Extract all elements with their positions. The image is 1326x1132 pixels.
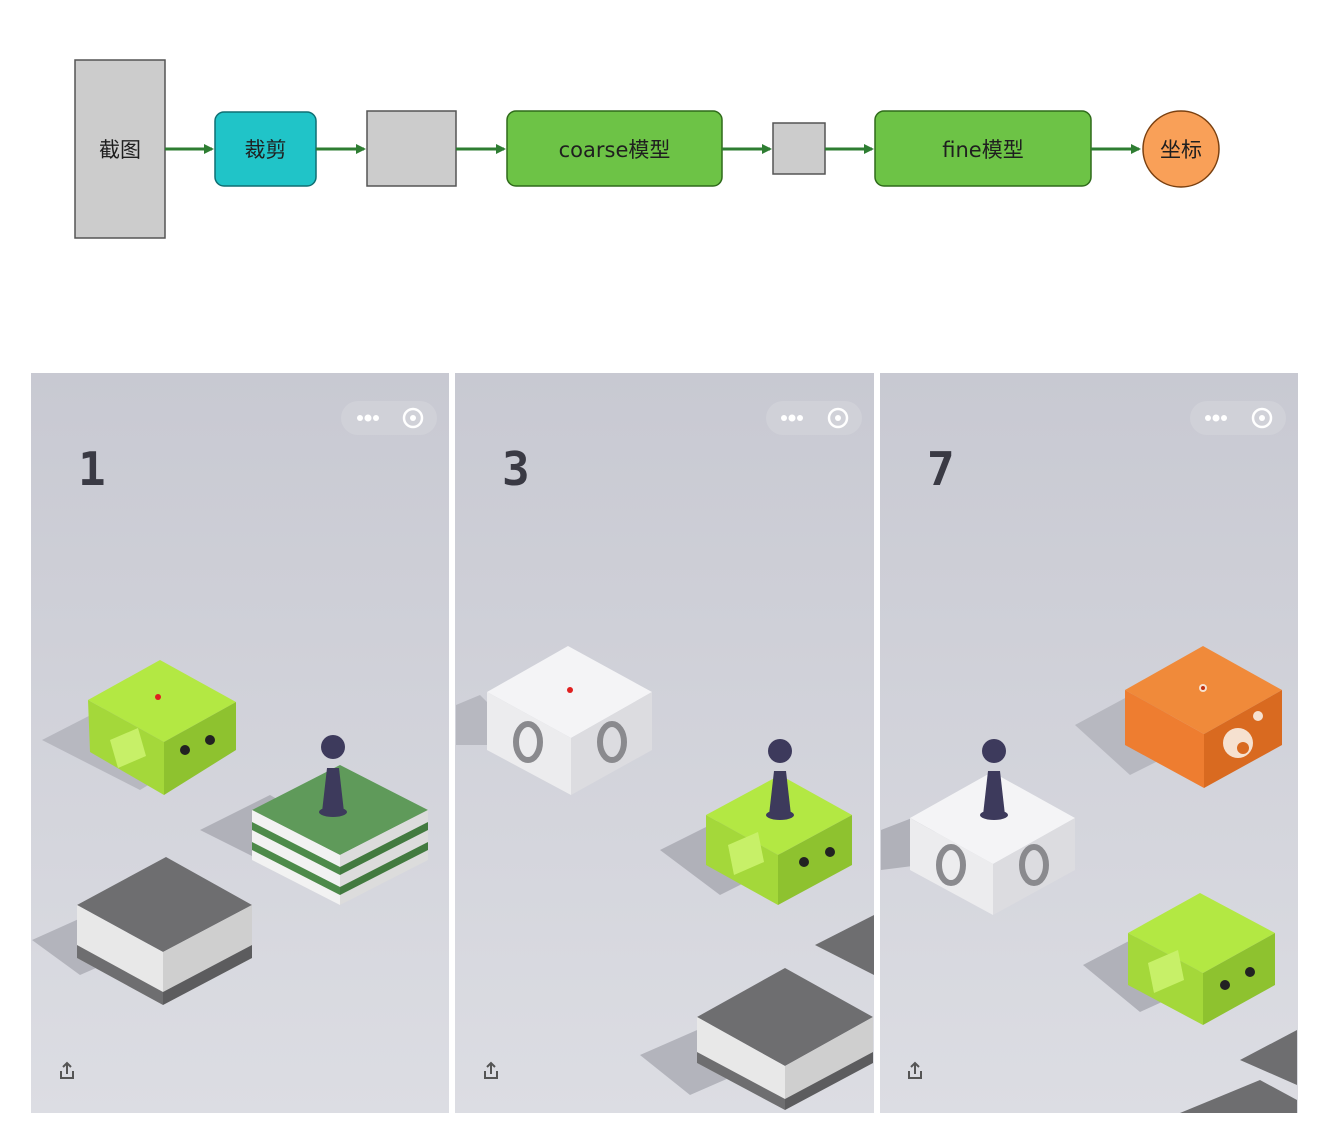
coarse-model-label: coarse模型 bbox=[559, 138, 671, 162]
crop-label: 裁剪 bbox=[245, 138, 287, 162]
more-dots-icon[interactable] bbox=[357, 414, 379, 422]
target-close-icon[interactable] bbox=[827, 407, 849, 429]
partial-block bbox=[815, 915, 874, 975]
coarse-model-node: coarse模型 bbox=[506, 110, 723, 187]
share-icon[interactable] bbox=[60, 1061, 74, 1079]
screenshot-label: 截图 bbox=[99, 138, 141, 162]
gray-block bbox=[640, 968, 873, 1110]
target-close-icon[interactable] bbox=[402, 407, 424, 429]
screenshot-node: 截图 bbox=[74, 59, 166, 239]
partial-block bbox=[1240, 1030, 1297, 1085]
game-panel-2: 3 bbox=[455, 373, 874, 1113]
score-label: 1 bbox=[78, 442, 106, 496]
score-label: 3 bbox=[502, 442, 530, 496]
coordinates-label: 坐标 bbox=[1160, 138, 1202, 162]
game-panel-1: 1 bbox=[31, 373, 449, 1113]
striped-cake-block bbox=[200, 765, 428, 905]
more-dots-icon[interactable] bbox=[781, 414, 803, 422]
score-label: 7 bbox=[927, 442, 955, 496]
small-patch-node bbox=[772, 122, 826, 175]
pipeline-diagram: 截图 裁剪 coarse模型 fine模型 坐标 bbox=[74, 59, 1220, 239]
capsule-menu[interactable] bbox=[341, 401, 437, 435]
capsule-menu[interactable] bbox=[766, 401, 862, 435]
partial-block bbox=[1180, 1080, 1297, 1113]
fine-model-label: fine模型 bbox=[942, 138, 1023, 162]
player-piece bbox=[766, 739, 794, 820]
player-piece bbox=[319, 735, 347, 817]
capsule-menu[interactable] bbox=[1190, 401, 1286, 435]
cropped-image-node bbox=[366, 110, 457, 187]
crop-node: 裁剪 bbox=[214, 111, 317, 187]
share-icon[interactable] bbox=[484, 1061, 498, 1079]
target-close-icon[interactable] bbox=[1251, 407, 1273, 429]
more-dots-icon[interactable] bbox=[1205, 414, 1227, 422]
fine-model-node: fine模型 bbox=[874, 110, 1092, 187]
game-panel-3: 7 bbox=[880, 373, 1298, 1113]
gray-block bbox=[32, 857, 252, 1005]
green-face-block bbox=[1083, 893, 1275, 1025]
coordinates-node: 坐标 bbox=[1142, 110, 1220, 188]
green-face-block bbox=[42, 660, 236, 795]
share-icon[interactable] bbox=[908, 1061, 922, 1079]
orange-block bbox=[1075, 646, 1282, 788]
white-ring-block bbox=[456, 646, 652, 795]
player-piece bbox=[980, 739, 1008, 820]
